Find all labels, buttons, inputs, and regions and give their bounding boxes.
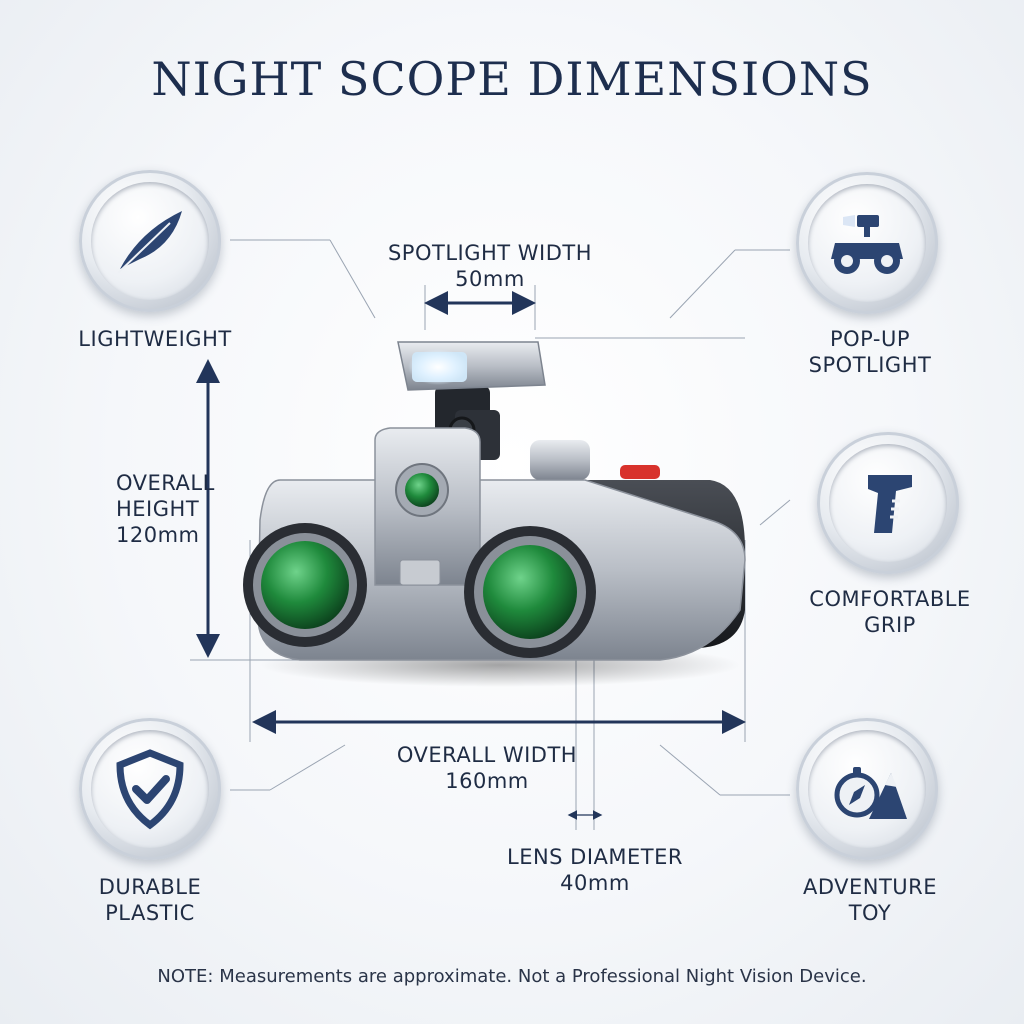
night-scope-binoculars-image [243, 341, 746, 687]
compass-mountain-icon [834, 767, 907, 819]
overall-height-label-line2: HEIGHT [116, 497, 200, 521]
adventure-toy-line1: ADVENTURE [802, 875, 938, 899]
adventure-toy-line2: TOY [848, 901, 892, 925]
leader-line-grip [759, 499, 791, 526]
popup-spotlight-line1: POP-UP [829, 327, 910, 351]
shield-check-icon [116, 749, 184, 830]
durable-plastic-badge [79, 718, 221, 860]
disclaimer-note: NOTE: Measurements are approximate. Not … [157, 966, 867, 987]
lightweight-badge [79, 170, 221, 312]
comfortable-grip-line2: GRIP [864, 613, 916, 637]
lens-diameter-dimension: LENS DIAMETER 40mm [480, 844, 710, 896]
spotlight-width-value: 50mm [455, 267, 525, 291]
durable-plastic-label: DURABLE PLASTIC [55, 874, 245, 926]
popup-spotlight-label: POP-UP SPOTLIGHT [775, 326, 965, 378]
overall-width-value: 160mm [445, 769, 529, 793]
adventure-toy-badge [796, 718, 938, 860]
page-title: NIGHT SCOPE DIMENSIONS [151, 52, 873, 106]
binoculars-spotlight-icon [831, 215, 903, 274]
lightweight-label: LIGHTWEIGHT [78, 327, 232, 351]
comfortable-grip-label: COMFORTABLE GRIP [785, 586, 995, 638]
spotlight-width-label: SPOTLIGHT WIDTH [387, 241, 593, 265]
lens-diameter-value: 40mm [560, 871, 630, 895]
overall-width-dimension: OVERALL WIDTH 160mm [372, 742, 602, 794]
grip-icon [868, 475, 912, 533]
feather-icon [117, 211, 182, 274]
popup-spotlight-line2: SPOTLIGHT [808, 353, 932, 377]
comfortable-grip-badge [817, 432, 959, 574]
overall-width-label: OVERALL WIDTH [396, 743, 578, 767]
durable-plastic-line2: PLASTIC [105, 901, 195, 925]
comfortable-grip-line1: COMFORTABLE [809, 587, 971, 611]
durable-plastic-line1: DURABLE [98, 875, 202, 899]
overall-height-label-line1: OVERALL [116, 471, 215, 495]
spotlight-width-dimension: SPOTLIGHT WIDTH 50mm [355, 240, 625, 292]
overall-height-dimension: OVERALL HEIGHT 120mm [116, 470, 246, 548]
popup-spotlight-badge [796, 172, 938, 314]
lens-diameter-label: LENS DIAMETER [507, 845, 683, 869]
overall-height-value: 120mm [116, 523, 200, 547]
adventure-toy-label: ADVENTURE TOY [775, 874, 965, 926]
